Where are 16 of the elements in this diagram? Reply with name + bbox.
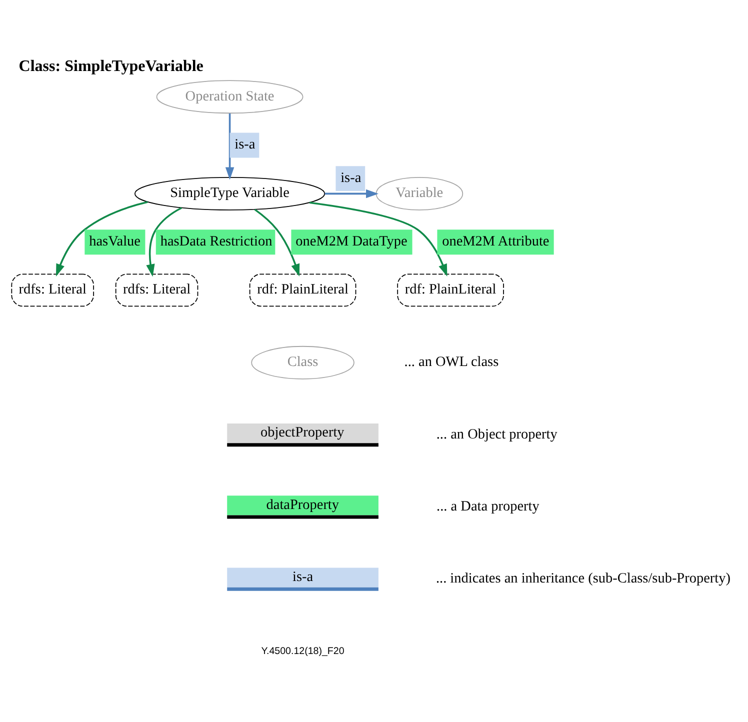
edge-label: is-a: [340, 169, 362, 186]
edge-label: hasData Restriction: [160, 232, 272, 249]
label: is-a: [292, 568, 314, 584]
legend-label: ... indicates an inheritance (sub-Class/sub-Property): [436, 570, 730, 586]
diagram-title: Class: SimpleTypeVariable: [18, 58, 204, 75]
legend-label: ... an OWL class: [404, 354, 499, 370]
legend-label: ... a Data property: [436, 498, 540, 514]
edge-label: hasValue: [89, 232, 141, 249]
label: Class: [287, 354, 318, 370]
edge-label: oneM2M DataType: [296, 232, 408, 249]
label: Y.4500.12(18)_F20: [261, 645, 344, 656]
label: objectProperty: [260, 424, 344, 440]
legend-label: ... an Object property: [436, 426, 558, 442]
label: dataProperty: [266, 496, 340, 512]
edge-label: is-a: [234, 136, 256, 152]
edge-label: oneM2M Attribute: [442, 232, 550, 249]
